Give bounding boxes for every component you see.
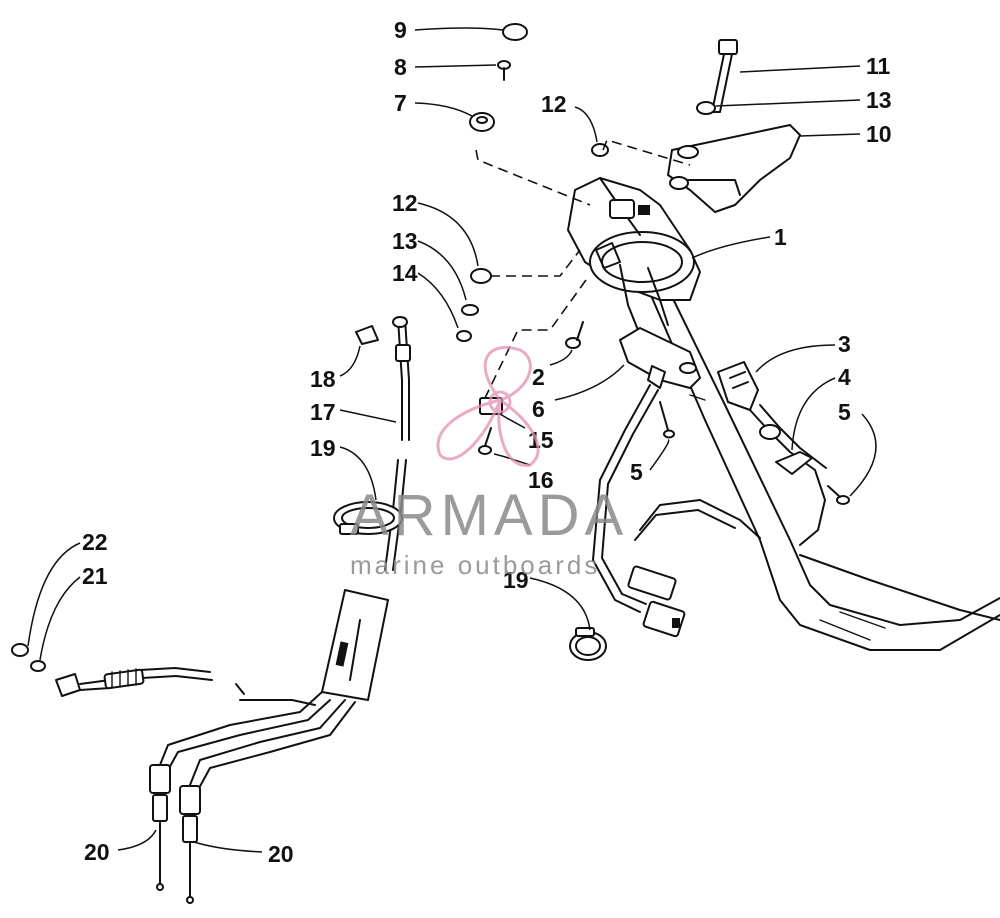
callout-16: 16 [528, 467, 554, 493]
callout-20: 20 [268, 841, 294, 867]
choke-cable-end [11, 643, 213, 697]
callout-13: 13 [392, 228, 418, 254]
hose-clamp [569, 627, 607, 661]
screw [827, 485, 850, 505]
callout-2: 2 [532, 364, 545, 390]
handlebar [639, 261, 1000, 651]
cable-splitter [157, 589, 389, 791]
screw [659, 401, 675, 439]
callout-labels: 9 8 7 12 11 13 10 1 12 13 14 2 6 15 16 3… [82, 17, 892, 867]
screw [565, 321, 584, 349]
bracket [759, 424, 813, 475]
callout-19: 19 [503, 567, 529, 593]
wire-connector [627, 565, 686, 638]
callout-5: 5 [838, 399, 851, 425]
cable-end [355, 325, 379, 345]
callout-4: 4 [838, 364, 851, 390]
bolt [711, 39, 738, 113]
switch-bracket [619, 327, 701, 389]
propeller-logo-icon [436, 345, 540, 467]
callout-11: 11 [866, 53, 891, 79]
assembly-line [475, 149, 591, 206]
callout-20: 20 [84, 839, 110, 865]
callout-21: 21 [82, 563, 108, 589]
grommet [469, 112, 495, 132]
callout-14: 14 [392, 260, 418, 286]
wire-harness [592, 384, 761, 613]
callout-8: 8 [394, 54, 407, 80]
washer [696, 101, 716, 115]
callout-6: 6 [532, 396, 545, 422]
cable-end [149, 764, 171, 891]
watermark-brand: ARMADA [350, 483, 628, 548]
screw [478, 427, 492, 455]
callout-22: 22 [82, 529, 108, 555]
callout-9: 9 [394, 17, 407, 43]
assembly-line [484, 279, 587, 399]
callout-10: 10 [866, 121, 892, 147]
callout-1: 1 [774, 224, 787, 250]
cable-end [179, 785, 201, 904]
callout-17: 17 [310, 399, 336, 425]
callout-5: 5 [630, 459, 643, 485]
steering-housing [567, 177, 701, 331]
assembly-line [602, 139, 691, 166]
callout-7: 7 [394, 90, 407, 116]
choke-cable [384, 316, 411, 571]
callout-3: 3 [838, 331, 851, 357]
callout-13: 13 [866, 87, 892, 113]
assembly-line [490, 249, 581, 277]
callout-12: 12 [541, 91, 567, 117]
leader-lines [27, 27, 877, 853]
screw [497, 60, 511, 81]
callout-19: 19 [310, 435, 336, 461]
hose-clamp [333, 501, 403, 535]
watermark: ARMADA marine outboards [350, 345, 628, 580]
callout-12: 12 [392, 190, 418, 216]
throttle-lever [667, 124, 801, 213]
watermark-tagline: marine outboards [350, 550, 600, 580]
callout-18: 18 [310, 366, 336, 392]
cap [502, 23, 528, 41]
